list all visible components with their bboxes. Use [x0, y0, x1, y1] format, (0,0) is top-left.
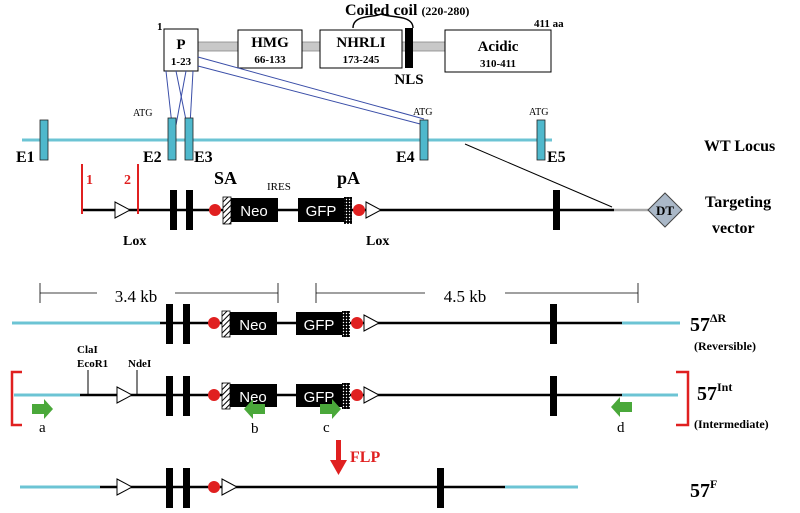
exon-bar-v3 — [553, 190, 560, 230]
ires-label: IRES — [267, 181, 291, 193]
site-ndei: NdeI — [128, 358, 151, 370]
protein-domain-map: 1 P 1-23 HMG 66-133 NHRLI 173-245 NLS Co… — [157, 2, 564, 88]
primer-c-label: c — [323, 420, 330, 436]
exon-e4 — [419, 119, 429, 161]
allele-reversible-label: 57ΔR — [690, 311, 727, 336]
flp-arrow — [330, 440, 347, 475]
sa-hatch — [222, 196, 232, 225]
nls-bar — [405, 28, 413, 68]
allele-reversible: Neo GFP 57ΔR (Reversible) — [12, 304, 756, 353]
scale-bars — [39, 283, 639, 303]
flp-label: FLP — [350, 449, 380, 466]
exon-e3 — [184, 117, 194, 161]
domain-p-range: 1-23 — [171, 56, 192, 68]
primer-d-arrow — [611, 397, 632, 417]
domain-nhrli-range: 173-245 — [343, 54, 380, 66]
domain-nhrli-box — [319, 29, 403, 69]
primer-b-arrow — [244, 399, 265, 419]
neo-label: Neo — [240, 203, 268, 220]
allele-intermediate: ClaI EcoR1 NdeI Neo GFP a b c d — [10, 344, 769, 437]
targeting-vector-label-2: vector — [712, 220, 755, 237]
gfp-box — [298, 198, 344, 222]
lox-site-2 — [365, 201, 383, 219]
lox-site-1 — [114, 201, 132, 219]
dt-label: DT — [656, 203, 674, 218]
pa-dot — [353, 204, 365, 216]
exon-e1 — [39, 119, 49, 161]
atg-label-e4: ATG — [413, 107, 432, 118]
gfp-label-int: GFP — [304, 389, 335, 406]
lox-label-1: Lox — [123, 234, 146, 249]
domain-hmg-range: 66-133 — [254, 54, 286, 66]
neo-label-int: Neo — [239, 389, 267, 406]
primer-a-arrow — [32, 399, 53, 419]
homology-arm-link — [464, 143, 613, 208]
domain-acidic-name: Acidic — [478, 39, 519, 55]
exon-label-e5: E5 — [547, 149, 566, 166]
exon-e2 — [167, 117, 177, 161]
lox-label-2: Lox — [366, 234, 389, 249]
bracket-left — [10, 370, 22, 427]
domain-hmg-box — [237, 29, 303, 69]
exon-label-e4: E4 — [396, 149, 415, 166]
sa-label: SA — [214, 168, 237, 188]
bracket-right — [676, 370, 690, 427]
exon-label-e1: E1 — [16, 149, 35, 166]
exon-label-e3: E3 — [194, 149, 213, 166]
allele-floxed: 57F — [20, 468, 717, 508]
marker-label-1: 1 — [86, 173, 93, 188]
coiled-coil-bracket — [352, 13, 414, 29]
site-ecor1: EcoR1 — [77, 358, 108, 370]
allele-intermediate-label: 57Int — [697, 380, 732, 405]
domain-acidic-box — [444, 29, 552, 73]
protein-start-label: 1 — [157, 21, 163, 33]
coiled-coil-label: Coiled coil(220-280) — [345, 2, 469, 19]
pa-label: pA — [337, 168, 360, 188]
domain-acidic-range: 310-411 — [480, 58, 516, 70]
exon-e5 — [536, 119, 546, 161]
allele-intermediate-desc: (Intermediate) — [694, 417, 769, 431]
exon-bar-v1 — [170, 190, 177, 230]
pa-dotted — [344, 197, 352, 224]
targeting-vector-label-1: Targeting — [705, 194, 771, 211]
sa-dot — [209, 204, 221, 216]
allele-reversible-desc: (Reversible) — [694, 339, 756, 353]
domain-hmg-name: HMG — [251, 35, 289, 51]
wt-locus-label: WT Locus — [704, 138, 775, 155]
primer-d-label: d — [617, 420, 625, 436]
gfp-label: GFP — [306, 203, 337, 220]
neo-box — [231, 198, 278, 222]
protein-end-label: 411 aa — [534, 18, 564, 30]
marker-label-2: 2 — [124, 173, 131, 188]
gfp-label-r: GFP — [304, 317, 335, 334]
lox-site-int — [116, 386, 134, 404]
scale-left-label: 3.4 kb — [115, 287, 158, 306]
site-clai: ClaI — [77, 344, 98, 356]
dt-diamond — [647, 192, 683, 228]
neo-label-r: Neo — [239, 317, 267, 334]
nls-label: NLS — [394, 72, 423, 88]
wt-locus: ATG ATG ATG E1 E2 E3 E4 E5 WT Locus — [16, 107, 775, 208]
primer-b-label: b — [251, 421, 259, 437]
exon-label-e2: E2 — [143, 149, 162, 166]
domain-p-name: P — [176, 37, 185, 53]
scale-right-label: 4.5 kb — [444, 287, 487, 306]
allele-floxed-label: 57F — [690, 477, 717, 502]
atg-label-e2: ATG — [133, 108, 152, 119]
domain-nhrli-name: NHRLI — [336, 35, 385, 51]
primer-c-arrow — [320, 399, 341, 419]
targeting-vector: 1 2 Lox SA Neo IRES GFP pA Lox DT Target… — [81, 164, 771, 249]
exon-bar-v2 — [186, 190, 193, 230]
domain-p-box — [163, 28, 199, 72]
primer-a-label: a — [39, 420, 46, 436]
domain-exon-links — [165, 56, 425, 126]
atg-label-e5: ATG — [529, 107, 548, 118]
